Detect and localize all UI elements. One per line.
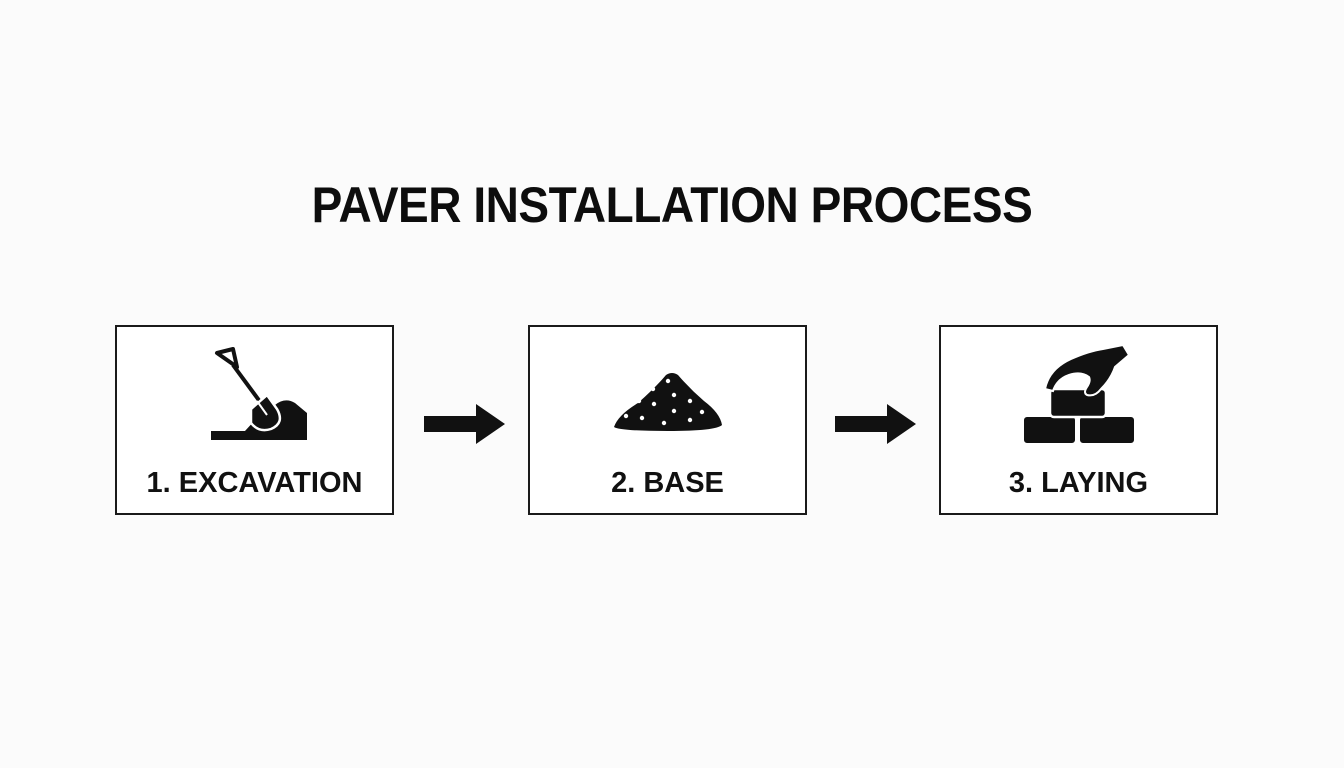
- hand-placing-paver-icon: [941, 345, 1216, 455]
- step-label: 1. EXCAVATION: [146, 467, 363, 499]
- shovel-digging-icon: [117, 345, 392, 455]
- step-excavation: 1. EXCAVATION: [115, 325, 394, 515]
- step-label: 3. LAYING: [1008, 467, 1149, 499]
- arrow-right-icon: [835, 404, 916, 444]
- step-laying: 3. LAYING: [939, 325, 1218, 515]
- diagram-title: PAVER INSTALLATION PROCESS: [311, 177, 1033, 233]
- step-base: 2. BASE: [528, 325, 807, 515]
- arrow-right-icon: [424, 404, 505, 444]
- step-label: 2. BASE: [611, 467, 724, 499]
- gravel-pile-icon: [530, 345, 805, 455]
